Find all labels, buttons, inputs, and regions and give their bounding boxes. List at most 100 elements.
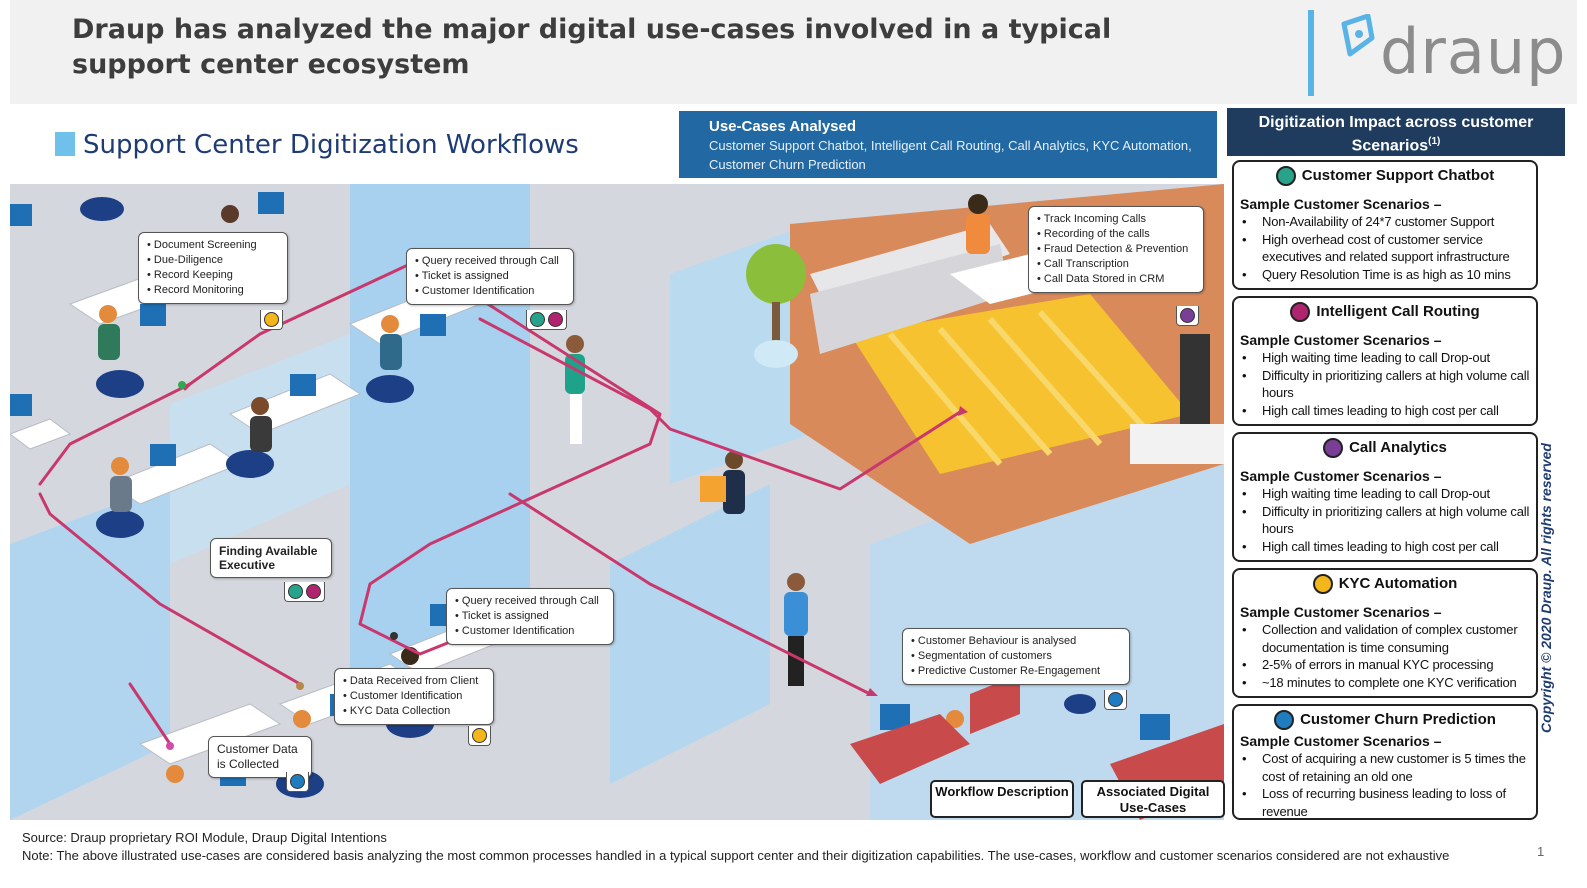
callout-item: Query received through Call — [455, 594, 605, 609]
callout-item: Ticket is assigned — [415, 269, 565, 284]
kyc-icon — [472, 728, 487, 743]
callout-text: Customer Data is Collected — [217, 742, 298, 771]
draup-logo-text: draup — [1380, 15, 1567, 88]
card-subtitle: Sample Customer Scenarios – — [1240, 733, 1442, 749]
callout-item: Customer Identification — [415, 284, 565, 299]
callout-item: Record Monitoring — [147, 283, 279, 298]
card-item: Query Resolution Time is as high as 10 m… — [1240, 266, 1530, 284]
callout-icons — [468, 726, 491, 746]
card-item: Cost of acquiring a new customer is 5 ti… — [1240, 750, 1530, 785]
callout-item: KYC Data Collection — [343, 704, 485, 719]
chatbot-icon — [288, 584, 303, 599]
card-item: Loss of recurring business leading to lo… — [1240, 785, 1530, 820]
callout-customer-data: Customer Data is Collected — [208, 736, 312, 778]
card-item: High waiting time leading to call Drop-o… — [1240, 485, 1530, 503]
call-routing-icon — [548, 312, 563, 327]
callout-query-mid: Query received through Call Ticket is as… — [446, 588, 614, 645]
callout-item: Fraud Detection & Prevention — [1037, 242, 1195, 257]
callout-icons — [260, 310, 283, 330]
footer-source: Source: Draup proprietary ROI Module, Dr… — [22, 830, 387, 845]
callout-item: Track Incoming Calls — [1037, 212, 1195, 227]
callout-item: Customer Behaviour is analysed — [911, 634, 1121, 649]
card-title-text: Intelligent Call Routing — [1316, 303, 1480, 320]
callout-icons — [284, 582, 325, 602]
card-item: Collection and validation of complex cus… — [1240, 621, 1530, 656]
card-title-text: KYC Automation — [1338, 575, 1458, 592]
callout-icons — [526, 310, 567, 330]
callout-finding-executive: Finding Available Executive — [210, 538, 332, 578]
card-subtitle: Sample Customer Scenarios – — [1240, 468, 1442, 484]
callout-item: Customer Identification — [343, 689, 485, 704]
right-panel-header-text: Digitization Impact across customer Scen… — [1258, 114, 1534, 155]
callout-item: Customer Identification — [455, 624, 605, 639]
card-title: Call Analytics — [1240, 438, 1530, 458]
churn-icon — [1274, 710, 1295, 730]
phone-icon — [1290, 302, 1311, 322]
card-title: Customer Support Chatbot — [1240, 166, 1530, 186]
callout-query-top: Query received through Call Ticket is as… — [406, 248, 574, 305]
callout-item: Ticket is assigned — [455, 609, 605, 624]
card-call-analytics: Call Analytics Sample Customer Scenarios… — [1232, 432, 1538, 562]
callout-icons — [286, 772, 309, 792]
callout-track-calls: Track Incoming Calls Recording of the ca… — [1028, 206, 1204, 293]
card-item: High call times leading to high cost per… — [1240, 538, 1530, 556]
chatbot-icon — [530, 312, 545, 327]
churn-prediction-icon — [290, 774, 305, 789]
office-illustration: Document Screening Due-Diligence Record … — [10, 184, 1224, 820]
card-title: Intelligent Call Routing — [1240, 302, 1530, 322]
card-item: Difficulty in prioritizing callers at hi… — [1240, 503, 1530, 538]
section-subtitle: Support Center Digitization Workflows — [83, 130, 579, 160]
callout-item: Data Received from Client — [343, 674, 485, 689]
usecases-list: Customer Support Chatbot, Intelligent Ca… — [709, 138, 1192, 172]
card-subtitle: Sample Customer Scenarios – — [1240, 332, 1442, 348]
callout-customer-behaviour: Customer Behaviour is analysed Segmentat… — [902, 628, 1130, 685]
right-panel-header: Digitization Impact across customer Scen… — [1227, 108, 1565, 156]
footer: Source: Draup proprietary ROI Module, Dr… — [22, 829, 1522, 865]
chatbot-icon — [1275, 166, 1296, 186]
page-title: Draup has analyzed the major digital use… — [72, 14, 1112, 80]
footnote-marker: (1) — [1428, 136, 1441, 147]
churn-prediction-icon — [1108, 692, 1123, 707]
card-intelligent-call-routing: Intelligent Call Routing Sample Customer… — [1232, 296, 1538, 426]
callout-data-received: Data Received from Client Customer Ident… — [334, 668, 494, 725]
card-title-text: Customer Support Chatbot — [1301, 167, 1495, 184]
callout-icons — [1104, 690, 1127, 710]
callout-icons — [1176, 306, 1199, 326]
card-customer-churn-prediction: Customer Churn Prediction Sample Custome… — [1232, 704, 1538, 820]
callout-document-screening: Document Screening Due-Diligence Record … — [138, 232, 288, 304]
call-routing-icon — [306, 584, 321, 599]
callout-item: Record Keeping — [147, 268, 279, 283]
callout-item: Document Screening — [147, 238, 279, 253]
header-bar — [10, 0, 1577, 104]
card-title: Customer Churn Prediction — [1240, 710, 1530, 730]
subtitle-marker — [55, 132, 75, 156]
card-customer-support-chatbot: Customer Support Chatbot Sample Customer… — [1232, 160, 1538, 290]
card-title-text: Customer Churn Prediction — [1300, 711, 1496, 728]
legend-associated-use-cases: Associated Digital Use-Cases — [1081, 780, 1225, 818]
card-item: High overhead cost of customer service e… — [1240, 231, 1530, 266]
card-kyc-automation: KYC Automation Sample Customer Scenarios… — [1232, 568, 1538, 698]
legend-workflow-description: Workflow Description — [930, 780, 1074, 818]
callout-item: Segmentation of customers — [911, 649, 1121, 664]
copyright-text: Copyright © 2020 Draup. All rights reser… — [1538, 443, 1554, 733]
copyright-notice: Copyright © 2020 Draup. All rights reser… — [1536, 432, 1556, 744]
usecases-box: Use-Cases Analysed Customer Support Chat… — [679, 111, 1217, 178]
callout-text: Finding Available Executive — [219, 544, 318, 572]
footer-note: Note: The above illustrated use-cases ar… — [22, 848, 1450, 863]
usecases-title: Use-Cases Analysed — [709, 118, 857, 135]
card-title-text: Call Analytics — [1349, 439, 1447, 456]
page-number: 1 — [1537, 844, 1545, 859]
kyc-icon — [264, 312, 279, 327]
card-item: Difficulty in prioritizing callers at hi… — [1240, 367, 1530, 402]
card-title: KYC Automation — [1240, 574, 1530, 594]
callout-item: Due-Diligence — [147, 253, 279, 268]
card-item: High call times leading to high cost per… — [1240, 402, 1530, 420]
card-subtitle: Sample Customer Scenarios – — [1240, 604, 1442, 620]
callout-item: Predictive Customer Re-Engagement — [911, 664, 1121, 679]
card-item: Non-Availability of 24*7 customer Suppor… — [1240, 213, 1530, 231]
card-subtitle: Sample Customer Scenarios – — [1240, 196, 1442, 212]
callout-item: Call Data Stored in CRM — [1037, 272, 1195, 287]
waveform-icon — [1323, 438, 1344, 458]
gear-icon — [1312, 574, 1333, 594]
call-analytics-icon — [1180, 308, 1195, 323]
